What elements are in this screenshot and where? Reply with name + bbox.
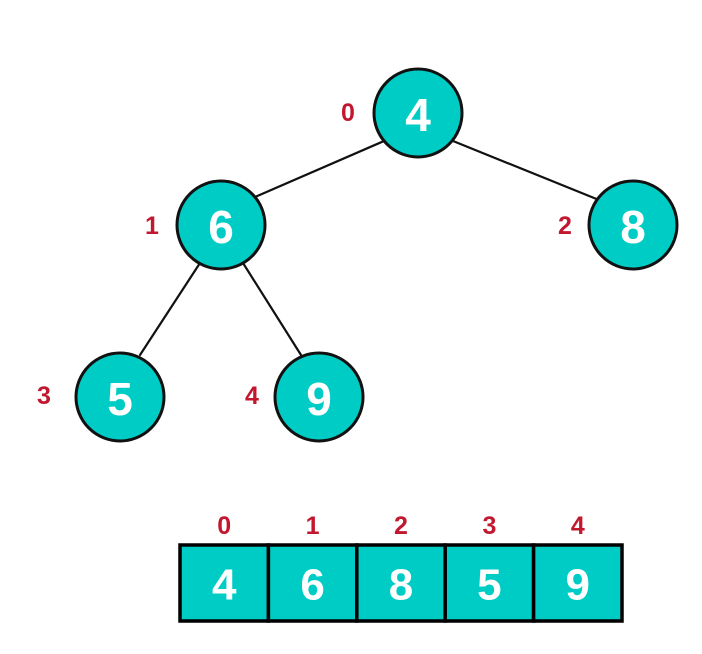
array-index-label: 4 [571, 512, 585, 540]
tree-node-value: 9 [306, 373, 332, 425]
array-cell-box[interactable] [266, 543, 359, 623]
array-cell-box[interactable] [178, 543, 271, 623]
tree-node-4[interactable]: 94 [245, 351, 365, 443]
tree-node-circle[interactable] [175, 179, 267, 271]
tree-node-circle[interactable] [587, 179, 679, 271]
array-cell-0[interactable]: 40 [178, 512, 271, 623]
tree-edges-group [138, 139, 601, 357]
array-cell-1[interactable]: 61 [266, 512, 359, 623]
tree-node-value: 6 [208, 201, 234, 253]
tree-node-0[interactable]: 40 [341, 67, 464, 159]
tree-node-index-label: 3 [37, 382, 51, 410]
tree-node-circle[interactable] [74, 351, 166, 443]
array-cell-3[interactable]: 53 [443, 512, 536, 623]
tree-node-value: 8 [620, 201, 646, 253]
tree-edge-0-to-2 [451, 139, 601, 202]
tree-edge-0-to-1 [253, 139, 386, 199]
array-cell-box[interactable] [355, 543, 447, 623]
tree-node-index-label: 2 [558, 212, 572, 240]
tree-node-circle[interactable] [372, 67, 464, 159]
tree-node-1[interactable]: 61 [145, 179, 267, 271]
array-cell-value: 9 [566, 561, 590, 610]
tree-edge-1-to-4 [241, 261, 303, 357]
array-cell-4[interactable]: 94 [531, 512, 624, 623]
array-index-label: 3 [482, 512, 496, 540]
tree-node-2[interactable]: 82 [558, 179, 679, 271]
tree-edge-1-to-3 [138, 261, 202, 357]
array-index-label: 0 [217, 512, 231, 540]
array-index-label: 1 [306, 512, 320, 540]
tree-node-value: 5 [107, 373, 133, 425]
tree-node-index-label: 1 [145, 212, 159, 240]
array-cell-value: 4 [212, 561, 237, 610]
array-cell-value: 6 [300, 561, 324, 610]
tree-node-index-label: 4 [245, 382, 259, 410]
array-index-label: 2 [394, 512, 408, 540]
tree-node-index-label: 0 [341, 99, 355, 127]
tree-node-value: 4 [405, 89, 431, 141]
tree-node-circle[interactable] [273, 351, 365, 443]
array-cell-value: 5 [477, 561, 501, 610]
tree-node-3[interactable]: 53 [37, 351, 166, 443]
array-cell-2[interactable]: 82 [355, 512, 447, 623]
array-cell-box[interactable] [531, 543, 624, 623]
array-cell-value: 8 [389, 561, 413, 610]
